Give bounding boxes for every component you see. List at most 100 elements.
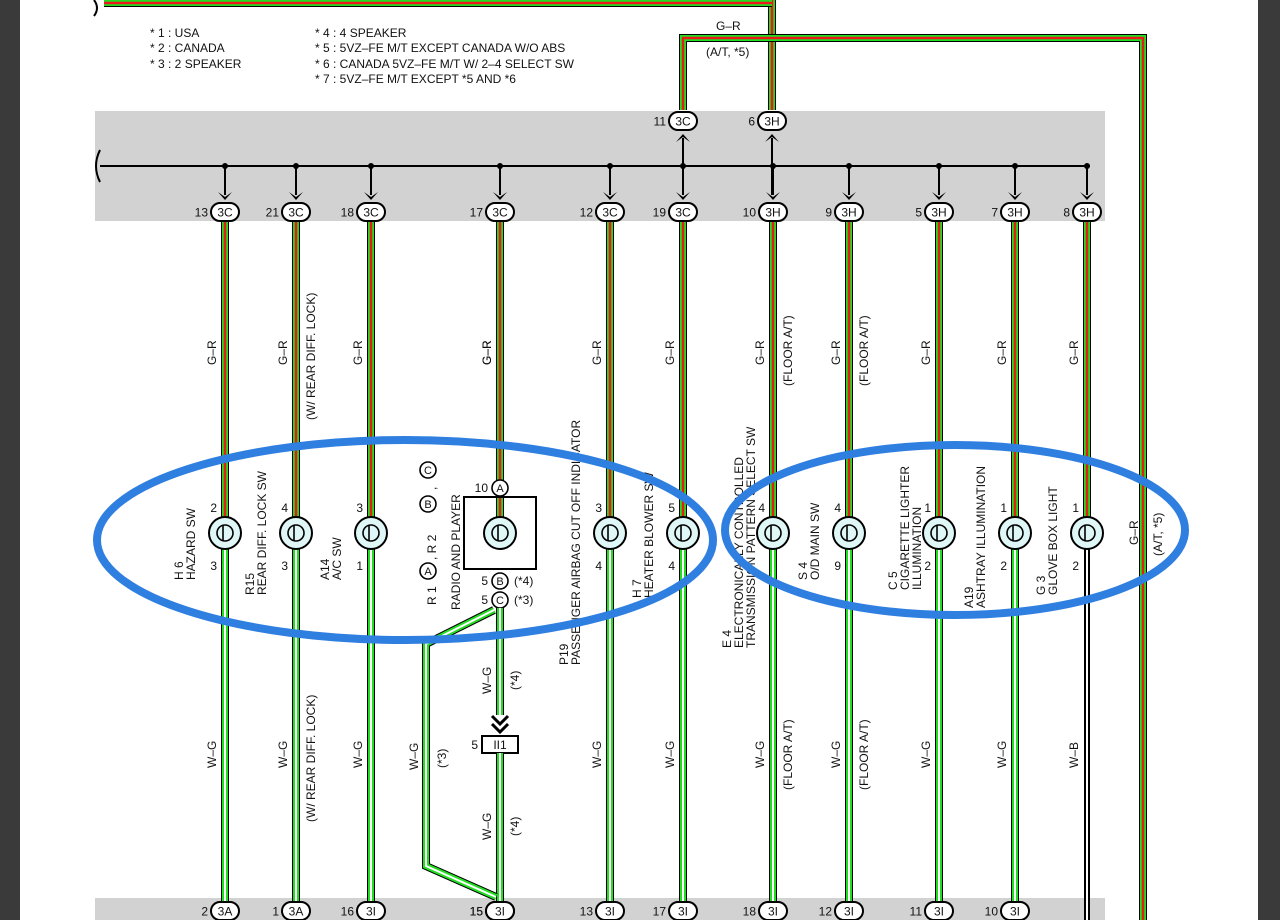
component-name: HAZARD SW bbox=[184, 507, 198, 580]
component-name: ASHTRAY ILLUMINATION bbox=[974, 466, 988, 608]
note-line: * 2 : CANADA bbox=[150, 41, 225, 55]
arrow-down-icon bbox=[676, 192, 690, 200]
pin-number: 15 bbox=[470, 905, 484, 919]
connector-code: 3A bbox=[289, 905, 304, 919]
arrow-down-icon bbox=[766, 192, 780, 200]
svg-text:B: B bbox=[424, 499, 431, 511]
pin-number: 13 bbox=[195, 206, 209, 220]
pin-number: 6 bbox=[748, 115, 755, 129]
wire-color-label: G–R bbox=[1067, 340, 1081, 365]
junction-pin: 5 bbox=[471, 738, 478, 752]
arrow-down-icon bbox=[1008, 192, 1022, 200]
radio-symbol bbox=[483, 516, 517, 550]
component-code: P19 bbox=[557, 643, 571, 665]
top-wire-condition: (A/T, *5) bbox=[706, 45, 749, 59]
pin-number: 1 bbox=[272, 905, 279, 919]
note-line: * 4 : 4 SPEAKER bbox=[315, 26, 407, 40]
connector-top: 3C 13 bbox=[195, 202, 240, 222]
connector-code: 3C bbox=[217, 206, 233, 220]
wire-color-label: W–G bbox=[663, 741, 677, 768]
switch-symbol bbox=[593, 516, 627, 550]
note-line: * 6 : CANADA 5VZ–FE M/T W/ 2–4 SELECT SW bbox=[315, 57, 575, 71]
wire-color-label: G–R bbox=[351, 340, 365, 365]
pin-number: 17 bbox=[470, 206, 484, 220]
annotation-ellipse-right bbox=[721, 441, 1189, 619]
wire-condition-label: (*4) bbox=[508, 817, 522, 836]
comp-pin: 4 bbox=[595, 559, 602, 573]
switch-symbol bbox=[1070, 516, 1104, 550]
component-name: CIGARETTE LIGHTER bbox=[898, 466, 912, 590]
component-code: H 6 bbox=[172, 561, 186, 580]
wire-condition-label: (FLOOR A/T) bbox=[781, 315, 795, 386]
arrow-down-icon bbox=[842, 192, 856, 200]
connector-code: 3I bbox=[1010, 905, 1020, 919]
comp-pin: 3 bbox=[356, 501, 363, 515]
wire-color-label: G–R bbox=[753, 340, 767, 365]
right-window-edge bbox=[1258, 0, 1280, 920]
wire-color-label: G–R bbox=[590, 340, 604, 365]
connector-code: 3H bbox=[1079, 206, 1094, 220]
pin-number: 11 bbox=[910, 905, 923, 919]
arrow-down-icon bbox=[603, 192, 617, 200]
comp-pin: 4 bbox=[834, 501, 841, 515]
arrow-down-icon bbox=[932, 192, 946, 200]
comp-pin: 2 bbox=[924, 559, 931, 573]
connector-code: 3C bbox=[288, 206, 304, 220]
comp-pin: 4 bbox=[758, 501, 765, 515]
wire-color-label: W–G bbox=[995, 741, 1009, 768]
comp-pin: 3 bbox=[281, 559, 288, 573]
wire-color-label: G–R bbox=[205, 340, 219, 365]
radio-box bbox=[463, 496, 537, 570]
comp-pin: 2 bbox=[210, 501, 217, 515]
wire-color-label: W–G bbox=[407, 743, 421, 770]
connector-code: 3H bbox=[841, 206, 856, 220]
wire-color-label: W–G bbox=[590, 741, 604, 768]
radio-pin-number: 5 bbox=[481, 574, 488, 588]
pin-number: 9 bbox=[825, 206, 832, 220]
arrow-down-icon bbox=[364, 192, 378, 200]
comp-pin: 1 bbox=[356, 559, 363, 573]
wire-condition-label: (*3) bbox=[435, 749, 449, 768]
component-code: C 5 bbox=[886, 571, 900, 590]
comp-pin: 1 bbox=[1072, 501, 1079, 515]
note-line: * 3 : 2 SPEAKER bbox=[150, 57, 242, 71]
wire-color-label: W–G bbox=[351, 741, 365, 768]
svg-text:C: C bbox=[496, 595, 504, 607]
radio-header-letter: A bbox=[419, 562, 437, 580]
component-name: RADIO AND PLAYER bbox=[449, 494, 463, 610]
connector-code: 3I bbox=[495, 905, 505, 919]
junction-connector-code: II1 bbox=[493, 738, 507, 752]
connector-code: 3I bbox=[844, 905, 854, 919]
radio-pin-a: A bbox=[491, 479, 509, 497]
top-left-break bbox=[93, 0, 98, 17]
wire-color-label: W–G bbox=[919, 741, 933, 768]
switch-symbol bbox=[922, 516, 956, 550]
connector-code: 3I bbox=[934, 905, 944, 919]
component-code: R 1 bbox=[425, 586, 439, 605]
arrow-down-icon bbox=[289, 192, 303, 200]
component-name: GLOVE BOX LIGHT bbox=[1046, 486, 1060, 595]
switch-symbol bbox=[666, 516, 700, 550]
connector-top: 3H5 bbox=[915, 202, 954, 222]
switch-symbol bbox=[756, 516, 790, 550]
connector-code: 3H bbox=[931, 206, 946, 220]
wire-condition-label: (FLOOR A/T) bbox=[857, 315, 871, 386]
radio-pin-condition: (*4) bbox=[514, 574, 533, 588]
pin-number: 15 bbox=[470, 905, 484, 919]
wire-condition-label: (W/ REAR DIFF. LOCK) bbox=[304, 695, 318, 822]
connector-code: 3C bbox=[675, 115, 691, 129]
svg-text:C: C bbox=[424, 465, 432, 477]
left-window-edge bbox=[0, 0, 20, 920]
